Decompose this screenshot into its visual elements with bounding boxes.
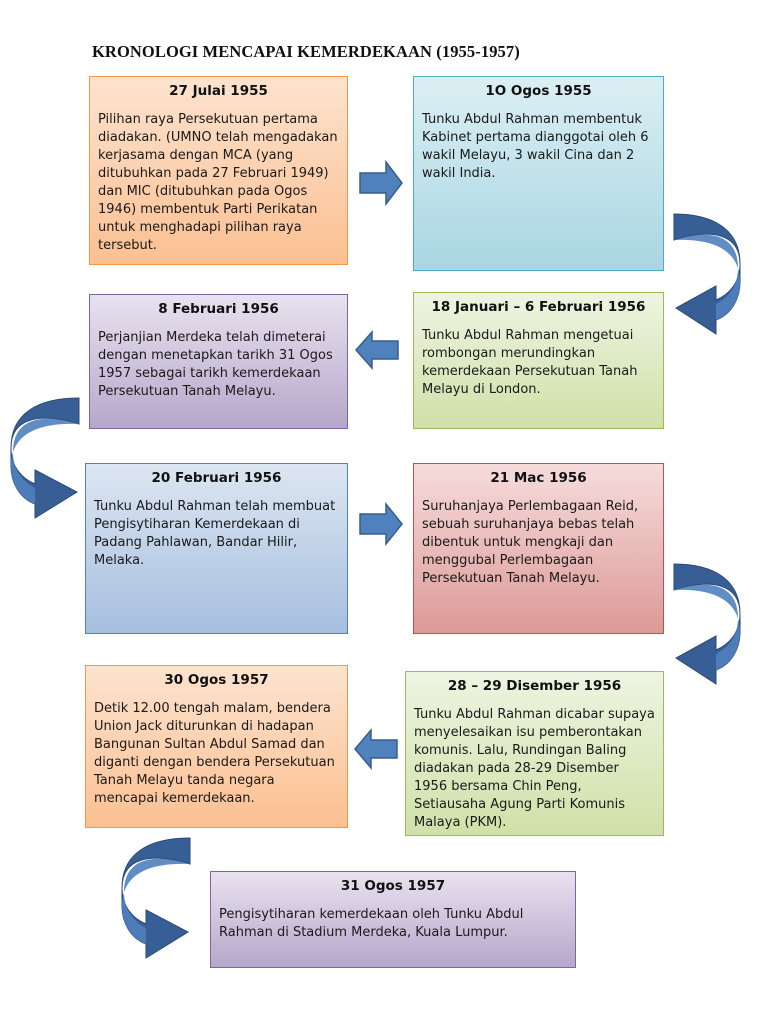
event-text: Detik 12.00 tengah malam, bendera Union …: [94, 701, 335, 806]
event-box-4: 8 Februari 1956 Perjanjian Merdeka telah…: [89, 294, 348, 429]
left-arrow-icon: [354, 330, 399, 370]
left-arrow-icon: [354, 727, 398, 771]
event-text: Pilihan raya Persekutuan pertama diadaka…: [98, 112, 338, 253]
event-date: 20 Februari 1956: [151, 470, 282, 486]
event-box-2: 1O Ogos 1955 Tunku Abdul Rahman membentu…: [413, 76, 664, 271]
event-text: Tunku Abdul Rahman mengetuai rombongan m…: [422, 328, 638, 397]
event-date: 27 Julai 1955: [169, 83, 268, 99]
event-date: 8 Februari 1956: [158, 301, 279, 317]
event-date: 18 Januari – 6 Februari 1956: [431, 299, 646, 315]
event-text: Tunku Abdul Rahman membentuk Kabinet per…: [422, 112, 649, 181]
event-date: 31 Ogos 1957: [340, 878, 446, 894]
event-box-7: 28 – 29 Disember 1956 Tunku Abdul Rahman…: [405, 671, 664, 836]
event-date: 30 Ogos 1957: [164, 672, 269, 688]
event-text: Suruhanjaya Perlembagaan Reid, sebuah su…: [422, 499, 639, 586]
event-text: Tunku Abdul Rahman telah membuat Pengisy…: [94, 499, 336, 568]
event-date: 21 Mac 1956: [490, 470, 587, 486]
event-box-3: 18 Januari – 6 Februari 1956 Tunku Abdul…: [413, 292, 664, 429]
event-box-9: 31 Ogos 1957 Pengisytiharan kemerdekaan …: [210, 871, 576, 968]
event-text: Pengisytiharan kemerdekaan oleh Tunku Ab…: [219, 907, 524, 940]
event-date: 1O Ogos 1955: [485, 83, 592, 99]
event-box-8: 30 Ogos 1957 Detik 12.00 tengah malam, b…: [85, 665, 348, 828]
right-arrow-icon: [359, 501, 403, 547]
curved-down-arrow-icon: [673, 213, 741, 335]
event-box-1: 27 Julai 1955 Pilihan raya Persekutuan p…: [89, 76, 348, 265]
event-date: 28 – 29 Disember 1956: [447, 678, 622, 694]
curved-down-arrow-icon: [121, 837, 191, 959]
event-box-6: 21 Mac 1956 Suruhanjaya Perlembagaan Rei…: [413, 463, 664, 634]
curved-down-arrow-icon: [10, 397, 80, 519]
event-text: Perjanjian Merdeka telah dimeterai denga…: [98, 330, 333, 399]
diagram-title: KRONOLOGI MENCAPAI KEMERDEKAAN (1955-195…: [92, 42, 520, 61]
event-text: Tunku Abdul Rahman dicabar supaya menyel…: [414, 707, 655, 830]
curved-down-arrow-icon: [673, 563, 741, 685]
event-box-5: 20 Februari 1956 Tunku Abdul Rahman tela…: [85, 463, 348, 634]
right-arrow-icon: [359, 159, 403, 207]
